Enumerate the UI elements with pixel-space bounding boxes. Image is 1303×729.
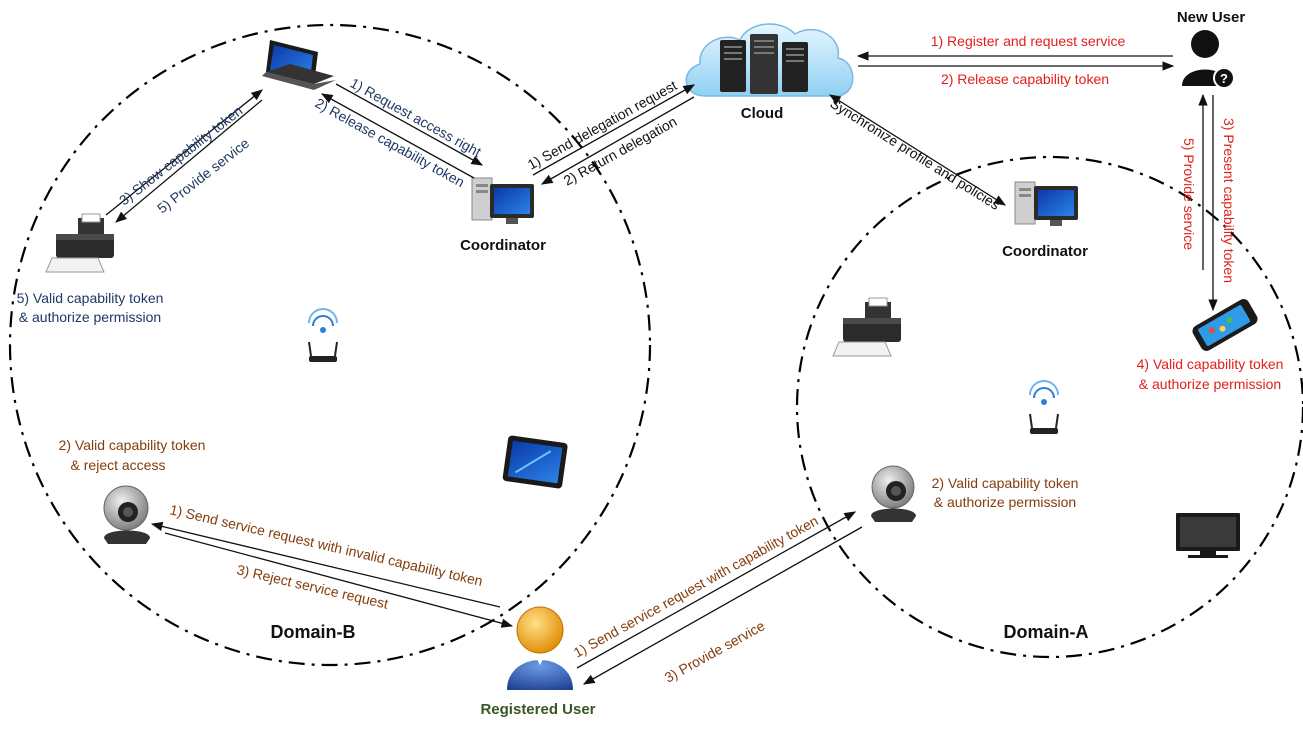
wifi-router-icon	[1029, 380, 1059, 434]
printer-b-valid-line2: & authorize permission	[19, 309, 161, 325]
printer-b-valid-line1: 5) Valid capability token	[17, 290, 164, 306]
synchronize-label: Synchronize profile and policies	[827, 95, 1002, 213]
wifi-router-icon	[308, 308, 338, 362]
send-invalid-arrow	[150, 521, 501, 608]
coordinator-b-label: Coordinator	[460, 237, 546, 254]
return-delegation-arrow	[540, 96, 695, 185]
provide-service-a-label: 5) Provide service	[1181, 138, 1197, 250]
new-user-label: New User	[1177, 9, 1246, 26]
tablet-icon	[502, 435, 568, 489]
synchronize-arrow	[829, 94, 1006, 206]
person-icon	[507, 606, 573, 690]
phone-valid-line1: 4) Valid capability token	[1137, 356, 1284, 372]
webcam-icon	[871, 465, 916, 522]
reject-request-arrow	[164, 532, 514, 628]
webcam-a-valid-line2: & authorize permission	[934, 494, 1076, 510]
unknown-user-icon: ?	[1182, 30, 1235, 89]
desktop-computer-icon	[1014, 181, 1078, 226]
webcam-b-valid-line1: 2) Valid capability token	[59, 437, 206, 453]
phone-valid-line2: & authorize permission	[1139, 376, 1281, 392]
cloud-server-icon	[685, 23, 854, 97]
webcam-b-valid-line2: & reject access	[71, 457, 166, 473]
register-request-label: 1) Register and request service	[931, 33, 1126, 49]
provide-service-reg-arrow	[582, 526, 863, 685]
registered-user-label: Registered User	[480, 701, 595, 718]
domain-b-boundary	[8, 23, 652, 667]
send-delegation-arrow	[532, 84, 696, 176]
coordinator-a-label: Coordinator	[1002, 243, 1088, 260]
release-token-b-arrow	[320, 93, 475, 179]
provide-service-reg-label: 3) Provide service	[662, 617, 768, 685]
laptop-icon	[262, 40, 336, 90]
release-token-label: 2) Release capability token	[941, 71, 1109, 87]
show-token-arrow	[105, 89, 263, 216]
printer-icon	[832, 297, 901, 357]
provide-service-b-arrow	[115, 99, 263, 223]
monitor-icon	[1176, 513, 1240, 558]
webcam-a-valid-line1: 2) Valid capability token	[932, 475, 1079, 491]
webcam-icon	[103, 485, 150, 544]
return-delegation-label: 2) Return delegation	[561, 113, 680, 189]
desktop-computer-icon	[471, 177, 534, 224]
printer-icon	[45, 213, 114, 273]
domain-a-label: Domain-A	[1004, 622, 1089, 642]
request-access-arrow	[335, 83, 484, 166]
present-token-label: 3) Present capability token	[1221, 118, 1237, 283]
send-with-token-label: 1) Send service request with capability …	[571, 512, 821, 660]
send-with-token-arrow	[576, 511, 857, 669]
svg-text:?: ?	[1220, 71, 1228, 86]
domain-b-label: Domain-B	[271, 622, 356, 642]
cloud-label: Cloud	[741, 105, 784, 122]
smartphone-icon	[1192, 299, 1258, 351]
